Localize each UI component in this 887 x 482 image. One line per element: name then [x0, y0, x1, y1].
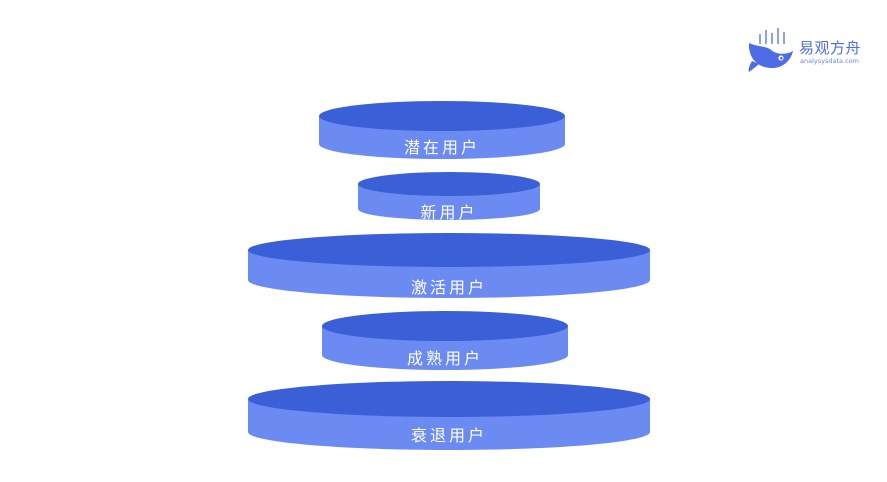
tier-disk: 激活用户 — [247, 232, 651, 300]
whale-chart-icon — [748, 28, 793, 72]
logo: 易观方舟 analysysdata.com — [746, 28, 866, 72]
logo-domain: analysysdata.com — [800, 57, 859, 65]
tier-disk: 衰退用户 — [247, 380, 651, 452]
tier-label: 衰退用户 — [410, 426, 487, 445]
disk-shape — [358, 172, 540, 220]
tier-label: 新用户 — [420, 203, 478, 222]
tier-disk: 潜在用户 — [318, 100, 566, 160]
tier-label: 潜在用户 — [403, 138, 480, 157]
disk-shape — [248, 381, 650, 450]
tier-disk: 新用户 — [357, 171, 541, 222]
disk-shape — [322, 311, 568, 370]
disk-shape — [248, 233, 650, 298]
tier-label: 激活用户 — [410, 278, 487, 297]
disk-shape — [319, 101, 565, 159]
tier-disk: 成熟用户 — [321, 310, 569, 372]
logo-name: 易观方舟 — [799, 39, 862, 57]
tier-label: 成熟用户 — [406, 349, 483, 368]
